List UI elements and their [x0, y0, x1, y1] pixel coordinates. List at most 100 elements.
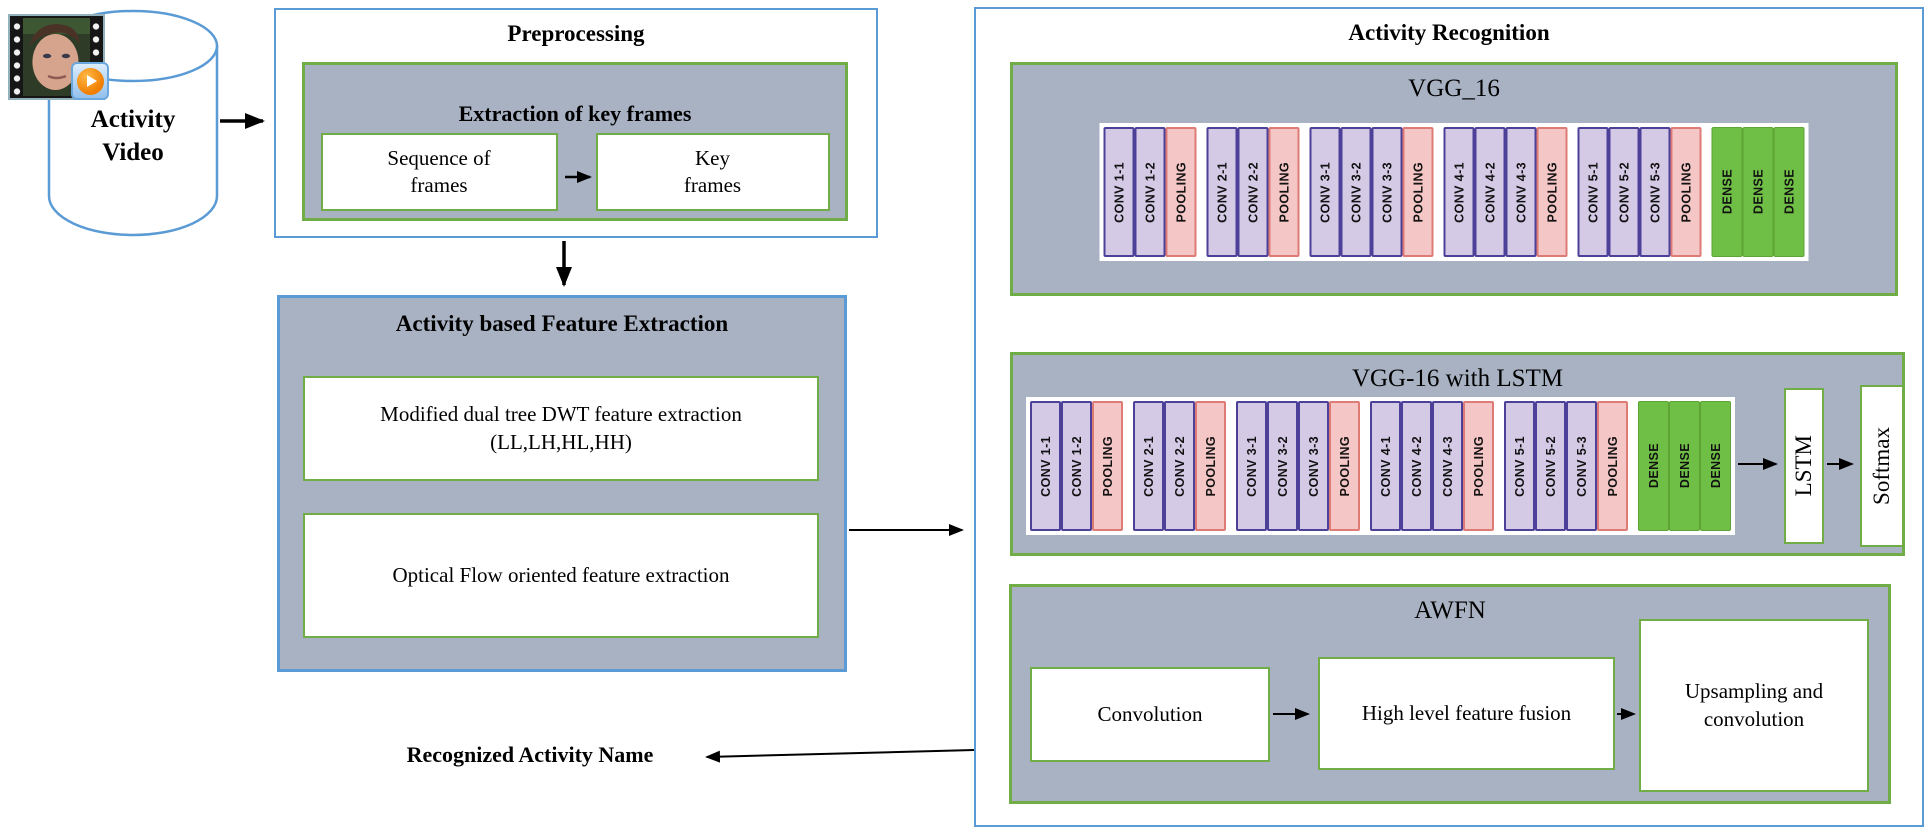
- dense-layer-block: DENSE: [1638, 401, 1669, 531]
- conv-layer-block: CONV 1-1: [1103, 127, 1135, 257]
- conv-layer-block: CONV 5-3: [1566, 401, 1597, 531]
- layer-group: CONV 1-1 CONV 1-2 POOLING: [1103, 127, 1197, 257]
- conv-layer-block: CONV 4-1: [1443, 127, 1475, 257]
- layer-label: CONV 3-2: [1275, 435, 1290, 497]
- conv-layer-block: CONV 2-1: [1206, 127, 1238, 257]
- conv-layer-block: CONV 3-3: [1371, 127, 1403, 257]
- layer-label: CONV 5-2: [1617, 161, 1631, 223]
- pool-layer-block: POOLING: [1402, 127, 1434, 257]
- layer-label: CONV 2-2: [1246, 161, 1260, 223]
- vgg16-layer-strip: CONV 1-1 CONV 1-2 POOLING CONV 2-1 CONV 2-2 P…: [1099, 123, 1809, 261]
- layer-label: CONV 4-3: [1514, 161, 1528, 223]
- layer-label: CONV 5-3: [1574, 435, 1589, 497]
- layer-group: CONV 4-1 CONV 4-2 CONV 4-3 POOLING: [1370, 401, 1494, 531]
- conv-layer-block: CONV 3-3: [1298, 401, 1329, 531]
- layer-group: DENSE DENSE DENSE: [1711, 127, 1805, 257]
- sequence-of-frames-box: Sequence of frames: [320, 133, 558, 211]
- layer-label: POOLING: [1203, 435, 1218, 497]
- conv-layer-block: CONV 5-3: [1639, 127, 1671, 257]
- conv-layer-block: CONV 1-2: [1134, 127, 1166, 257]
- layer-group: CONV 4-1 CONV 4-2 CONV 4-3 POOLING: [1443, 127, 1568, 257]
- conv-layer-block: CONV 2-2: [1164, 401, 1195, 531]
- key-frames-box: Key frames: [595, 133, 830, 211]
- layer-group: CONV 2-1 CONV 2-2 POOLING: [1206, 127, 1300, 257]
- layer-label: POOLING: [1605, 435, 1620, 497]
- layer-label: CONV 5-1: [1586, 161, 1600, 223]
- film-sprockets-left: [11, 18, 23, 96]
- layer-label: CONV 5-1: [1512, 435, 1527, 497]
- layer-label: CONV 2-1: [1215, 161, 1229, 223]
- conv-layer-block: CONV 1-2: [1061, 401, 1092, 531]
- conv-layer-block: CONV 4-1: [1370, 401, 1401, 531]
- pool-layer-block: POOLING: [1268, 127, 1300, 257]
- feature-extraction-title: Activity based Feature Extraction: [395, 311, 729, 336]
- conv-layer-block: CONV 2-1: [1133, 401, 1164, 531]
- layer-label: CONV 4-2: [1409, 435, 1424, 497]
- softmax-box: Softmax: [1860, 385, 1904, 547]
- pool-layer-block: POOLING: [1329, 401, 1360, 531]
- vgg16-lstm-title: VGG-16 with LSTM: [1351, 365, 1564, 392]
- optical-flow-feature-box: Optical Flow oriented feature extraction: [303, 513, 819, 638]
- feature-extraction-box: Activity based Feature Extraction Modifi…: [277, 295, 847, 672]
- layer-label: POOLING: [1277, 161, 1291, 223]
- video-frame-photo: [23, 18, 90, 96]
- layer-group: CONV 2-1 CONV 2-2 POOLING: [1133, 401, 1226, 531]
- activity-recognition-title: Activity Recognition: [1348, 20, 1550, 45]
- preprocessing-box: Preprocessing Extraction of key frames S…: [274, 8, 878, 238]
- layer-label: DENSE: [1677, 443, 1692, 489]
- extraction-title: Extraction of key frames: [458, 101, 692, 126]
- recognized-activity-name-label: Recognized Activity Name: [406, 742, 654, 767]
- layer-label: POOLING: [1337, 435, 1352, 497]
- pool-layer-block: POOLING: [1597, 401, 1628, 531]
- awfn-title: AWFN: [1414, 597, 1486, 624]
- layer-label: DENSE: [1720, 169, 1734, 215]
- pool-layer-block: POOLING: [1670, 127, 1702, 257]
- layer-label: CONV 3-1: [1244, 435, 1259, 497]
- conv-layer-block: CONV 4-3: [1432, 401, 1463, 531]
- layer-label: CONV 1-1: [1112, 161, 1126, 223]
- extraction-of-key-frames-box: Extraction of key frames Sequence of fra…: [302, 62, 848, 221]
- conv-layer-block: CONV 4-2: [1474, 127, 1506, 257]
- conv-layer-block: CONV 3-2: [1340, 127, 1372, 257]
- layer-label: POOLING: [1100, 435, 1115, 497]
- conv-layer-block: CONV 3-2: [1267, 401, 1298, 531]
- layer-label: POOLING: [1471, 435, 1486, 497]
- pool-layer-block: POOLING: [1165, 127, 1197, 257]
- layer-label: CONV 3-3: [1380, 161, 1394, 223]
- layer-label: POOLING: [1545, 161, 1559, 223]
- conv-layer-block: CONV 3-1: [1236, 401, 1267, 531]
- layer-label: POOLING: [1174, 161, 1188, 223]
- layer-label: CONV 3-1: [1318, 161, 1332, 223]
- layer-label: DENSE: [1646, 443, 1661, 489]
- softmax-label: Softmax: [1869, 427, 1894, 505]
- pool-layer-block: POOLING: [1463, 401, 1494, 531]
- play-circle: [76, 67, 104, 95]
- layer-label: CONV 4-1: [1452, 161, 1466, 223]
- face-photo-icon: [23, 18, 90, 96]
- upsampling-convolution-box: Upsampling and convolution: [1639, 619, 1869, 792]
- extraction-row: Sequence of frames Key frames: [305, 133, 845, 211]
- pool-layer-block: POOLING: [1536, 127, 1568, 257]
- preprocessing-title: Preprocessing: [507, 21, 645, 46]
- lstm-box: LSTM: [1784, 388, 1824, 544]
- convolution-box: Convolution: [1030, 667, 1270, 762]
- high-level-feature-fusion-box: High level feature fusion: [1318, 657, 1615, 770]
- play-triangle: [86, 75, 97, 87]
- layer-label: CONV 3-3: [1306, 435, 1321, 497]
- arrow-recognition-to-output: [705, 749, 975, 763]
- conv-layer-block: CONV 2-2: [1237, 127, 1269, 257]
- conv-layer-block: CONV 5-1: [1504, 401, 1535, 531]
- conv-layer-block: CONV 5-2: [1608, 127, 1640, 257]
- dense-layer-block: DENSE: [1742, 127, 1774, 257]
- layer-label: DENSE: [1782, 169, 1796, 215]
- layer-label: CONV 4-1: [1378, 435, 1393, 497]
- layer-label: CONV 2-1: [1141, 435, 1156, 497]
